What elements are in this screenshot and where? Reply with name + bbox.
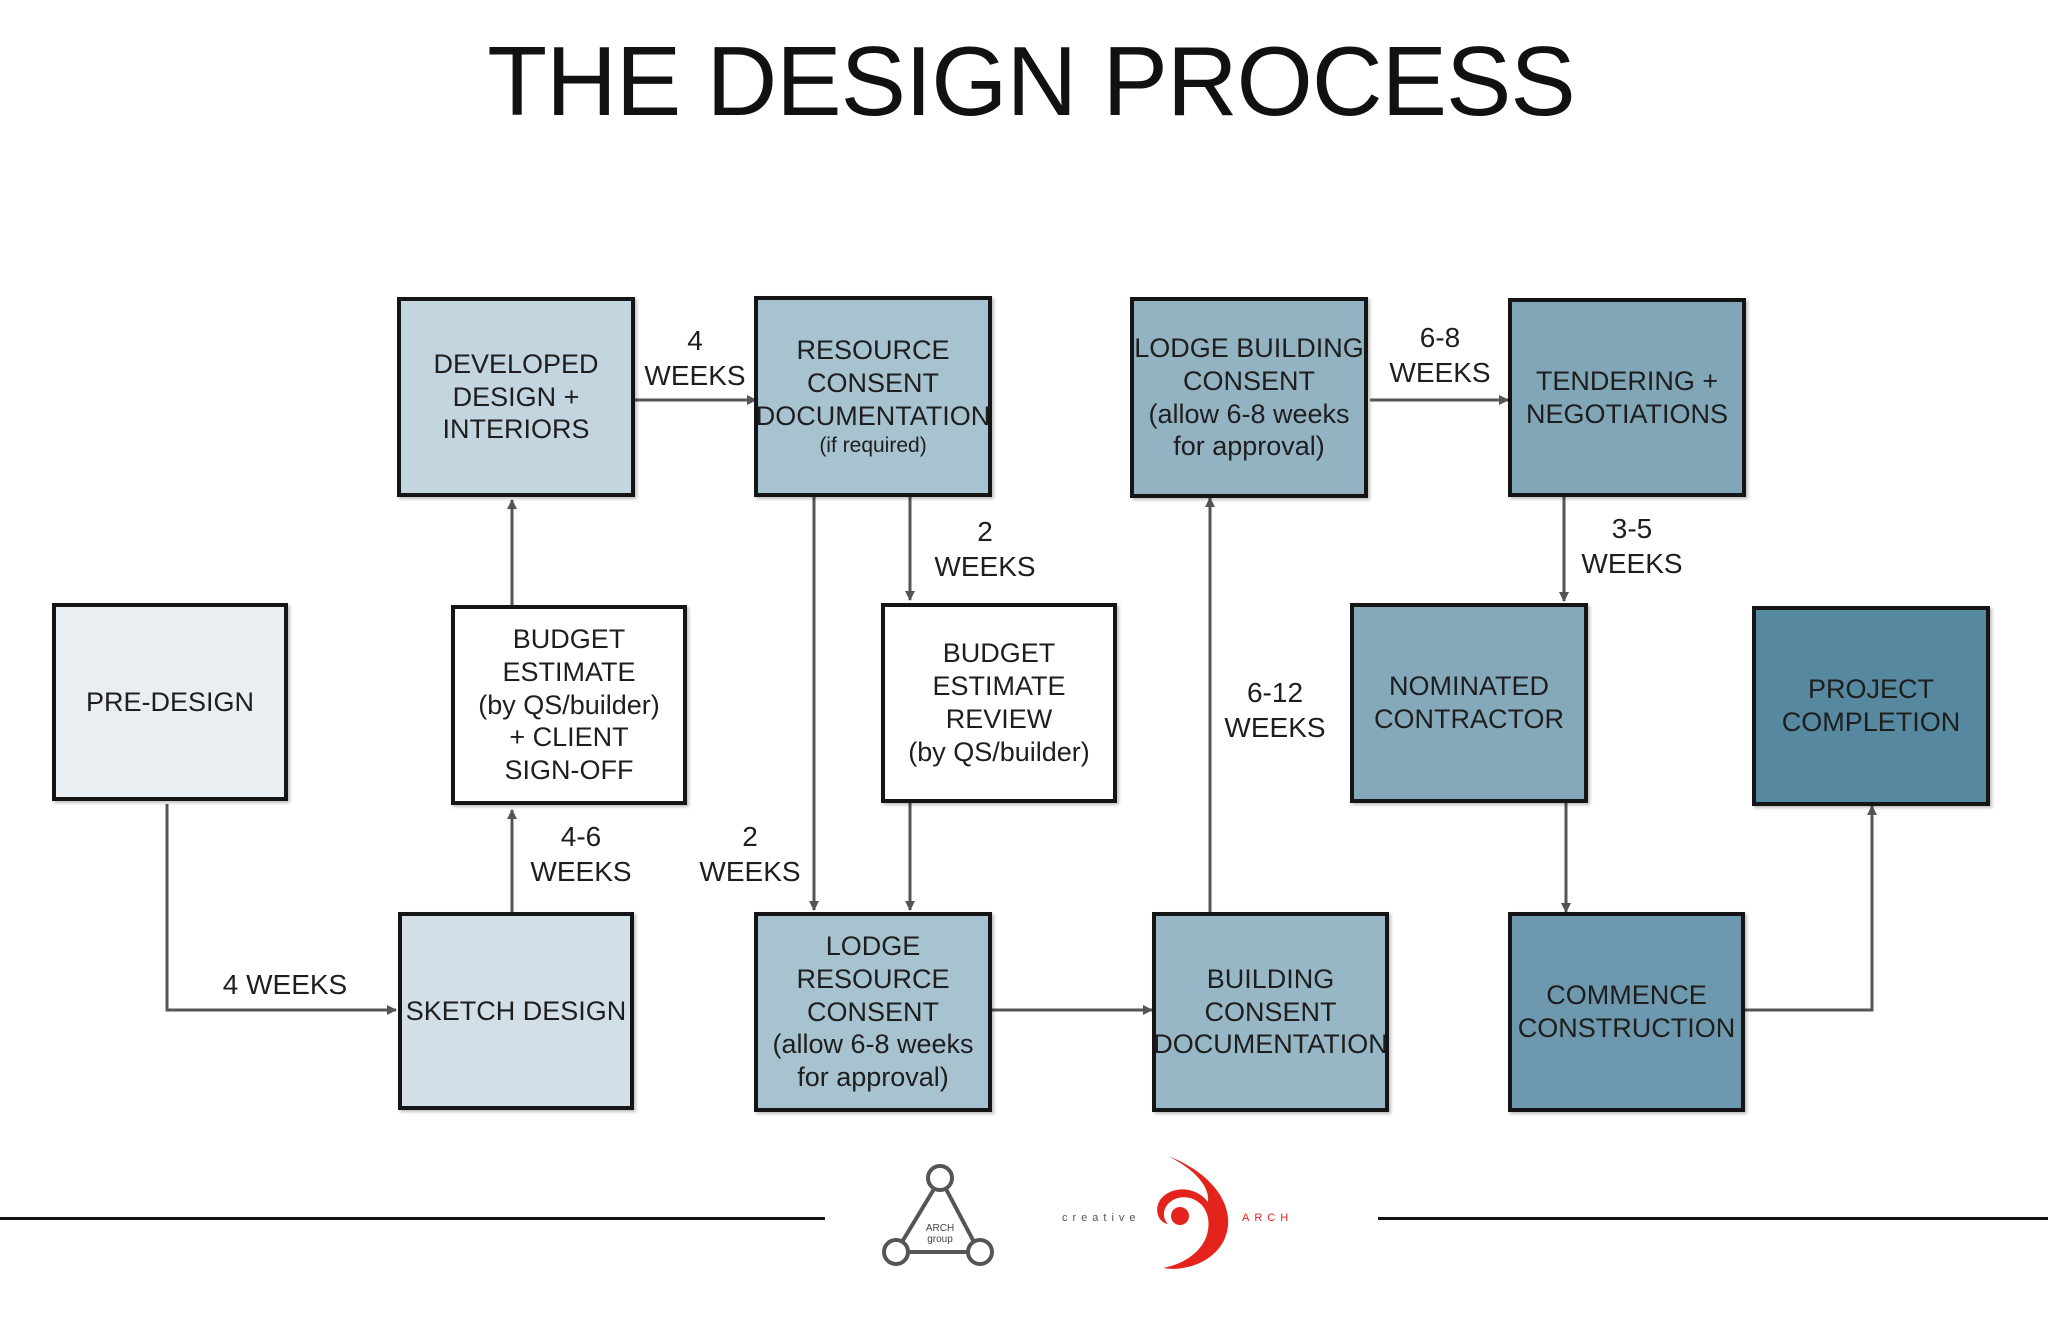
box-pre-design: PRE-DESIGN — [52, 603, 288, 801]
duration-text-line: WEEKS — [699, 856, 801, 887]
box-text-line: for approval) — [1173, 431, 1325, 462]
box-text-line: for approval) — [797, 1062, 949, 1093]
creative-arch-logo: creative ARCH — [1062, 1156, 1293, 1269]
box-text-line: BUILDING — [1206, 963, 1335, 994]
box-text-line: (by QS/builder) — [908, 736, 1090, 767]
box-text-line: DOCUMENTATION — [755, 401, 991, 432]
box-text-line: ESTIMATE — [932, 671, 1066, 702]
box-text-line: (allow 6-8 weeks — [1148, 398, 1350, 429]
box-text-line: SIGN-OFF — [504, 755, 634, 786]
box-text-line: CONSTRUCTION — [1517, 1013, 1736, 1043]
box-text-line: + CLIENT — [509, 722, 629, 753]
box-text-line: SKETCH DESIGN — [405, 995, 627, 1026]
duration-text-line: 4-6 — [560, 821, 602, 852]
duration-text-line: 3-5 — [1611, 513, 1653, 544]
box-text-line: BUDGET — [512, 623, 626, 654]
box-text-line: INTERIORS — [442, 414, 590, 445]
box-text-line: LODGE BUILDING — [1134, 332, 1364, 363]
duration-text-line: 4 — [687, 325, 703, 356]
box-tendering-negotiations: TENDERING +NEGOTIATIONS — [1508, 298, 1746, 497]
arrow-commence-to-completion — [1745, 805, 1877, 1012]
duration-text-line: 6-12 — [1246, 677, 1304, 708]
svg-text:group: group — [927, 1234, 953, 1245]
arrow-pre-to-sketch — [165, 804, 397, 1015]
box-text-line: (by QS/builder) — [478, 689, 660, 720]
duration-text-line: WEEKS — [934, 551, 1036, 582]
box-text-line: LODGE — [825, 930, 921, 961]
box-text-line: DOCUMENTATION — [1153, 1029, 1388, 1060]
box-text-line: COMPLETION — [1781, 707, 1961, 737]
svg-text:ARCH: ARCH — [1242, 1212, 1293, 1224]
box-sketch-design: SKETCH DESIGN — [398, 912, 634, 1110]
box-text-line: RESOURCE — [796, 335, 950, 366]
box-text-line: CONTRACTOR — [1373, 704, 1564, 734]
duration-text-line: 2 — [977, 516, 993, 547]
box-text-line: REVIEW — [945, 704, 1053, 734]
footer-rule-right — [1378, 1217, 2048, 1220]
duration-text-line: WEEKS — [530, 856, 632, 887]
duration-text-line: WEEKS — [1224, 712, 1326, 743]
arch-group-logo: ARCH group — [882, 1164, 994, 1266]
box-text-line: (allow 6-8 weeks — [772, 1029, 974, 1060]
duration-text-line: WEEKS — [1389, 357, 1491, 388]
box-text-line: CONSENT — [1182, 365, 1315, 396]
box-text-line: DEVELOPED — [433, 348, 599, 379]
box-text-line: NOMINATED — [1389, 671, 1549, 702]
box-text-line: CONSENT — [806, 996, 939, 1027]
box-text-line: RESOURCE — [796, 963, 950, 994]
box-text-line: BUDGET — [942, 638, 1056, 669]
box-text-line: CONSENT — [1204, 996, 1337, 1027]
box-text-line: TENDERING + — [1535, 365, 1719, 396]
duration-text-line: 4 WEEKS — [222, 969, 348, 1000]
box-text-line: ESTIMATE — [502, 656, 636, 687]
box-text-line: COMMENCE — [1546, 980, 1707, 1011]
box-text-line: PROJECT — [1807, 674, 1934, 705]
box-note: (if required) — [819, 434, 927, 458]
duration-pre-to-sketch: 4 WEEKS — [210, 967, 360, 1002]
svg-text:creative: creative — [1062, 1212, 1141, 1224]
duration-text-line: 2 — [742, 821, 758, 852]
svg-text:ARCH: ARCH — [926, 1223, 954, 1234]
footer-rule-left — [0, 1217, 825, 1220]
box-text-line: CONSENT — [806, 368, 939, 399]
duration-text-line: WEEKS — [644, 360, 746, 391]
box-text-line: DESIGN + — [452, 381, 580, 412]
duration-text-line: WEEKS — [1581, 548, 1683, 579]
box-text-line: NEGOTIATIONS — [1525, 398, 1728, 429]
box-text-line: PRE-DESIGN — [85, 686, 255, 717]
duration-text-line: 6-8 — [1419, 322, 1461, 353]
page-title: THE DESIGN PROCESS — [487, 26, 1575, 136]
